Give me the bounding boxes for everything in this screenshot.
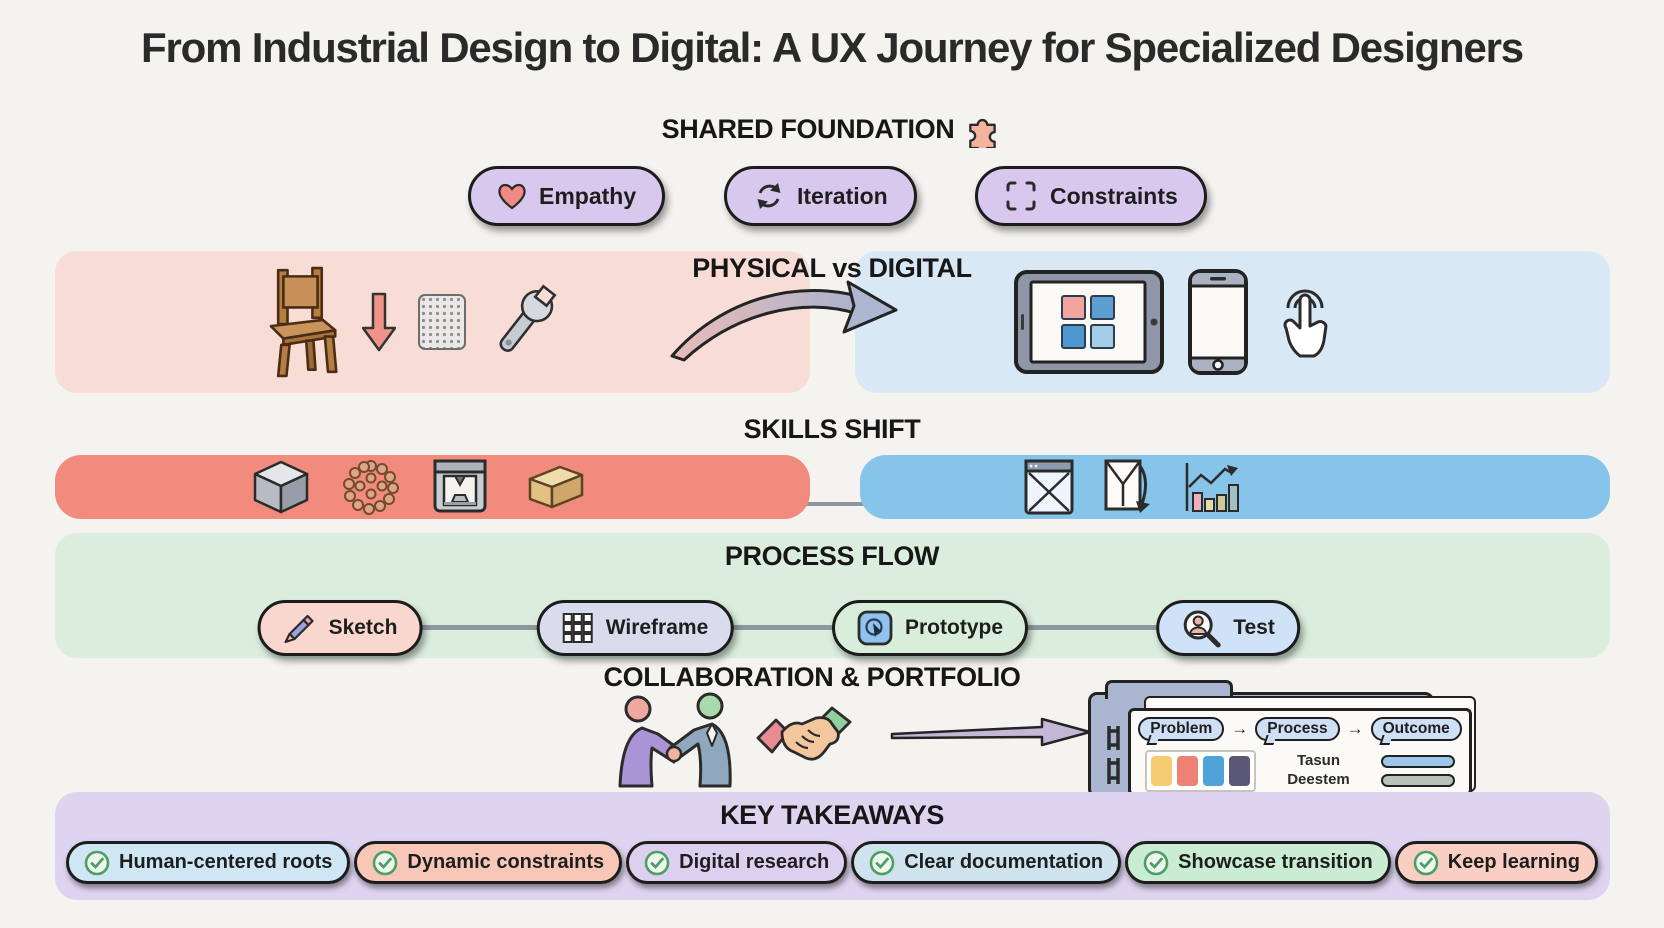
chair-icon bbox=[269, 266, 338, 378]
digital-icons bbox=[1014, 262, 1338, 382]
bubble-process: Process bbox=[1255, 717, 1340, 741]
shared-foundation-heading: SHARED FOUNDATION bbox=[0, 110, 1664, 148]
placeholder-bar-gray bbox=[1380, 774, 1455, 787]
swatch-yellow bbox=[1151, 756, 1172, 786]
swatch-salmon bbox=[1177, 756, 1198, 786]
takeaway-label: Human-centered roots bbox=[119, 851, 333, 873]
takeaway-pill: Digital research bbox=[626, 841, 848, 884]
touch-gesture-icon bbox=[1283, 289, 1328, 358]
grid-icon bbox=[562, 613, 593, 643]
takeaway-label: Digital research bbox=[679, 851, 830, 873]
placeholder-bar-blue bbox=[1380, 755, 1455, 768]
portfolio-card-row: Tasun Deestem bbox=[1141, 750, 1459, 792]
physical-digital-heading: PHYSICAL vs DIGITAL bbox=[692, 253, 972, 283]
foundation-pill-iteration: Iteration bbox=[724, 166, 917, 226]
smartphone-icon bbox=[1188, 269, 1248, 375]
foundation-pill-empathy: Empathy bbox=[468, 166, 666, 226]
placeholder-bars bbox=[1380, 755, 1455, 787]
process-connector-line bbox=[340, 625, 1228, 630]
wireframe-window-icon bbox=[1024, 459, 1074, 515]
takeaway-label: Keep learning bbox=[1447, 851, 1580, 873]
skills-digital-icons bbox=[1024, 458, 1242, 516]
bubble-outcome: Outcome bbox=[1370, 717, 1462, 741]
skills-physical-bar bbox=[55, 455, 810, 519]
shared-foundation-heading-text: SHARED FOUNDATION bbox=[661, 113, 955, 144]
skills-connector-line bbox=[790, 502, 876, 506]
takeaway-label: Dynamic constraints bbox=[407, 851, 605, 873]
physical-to-digital-arrow-icon bbox=[670, 280, 898, 362]
foundation-pill-label: Iteration bbox=[797, 182, 888, 209]
bubble-problem: Problem bbox=[1138, 717, 1225, 741]
skills-shift-heading: SKILLS SHIFT bbox=[743, 414, 921, 444]
swatch-purple bbox=[1229, 756, 1250, 786]
prototype-cursor-icon bbox=[857, 610, 893, 646]
check-circle-icon bbox=[373, 850, 398, 875]
puzzle-icon bbox=[969, 118, 997, 148]
check-circle-icon bbox=[1413, 850, 1438, 875]
constraints-icon bbox=[1006, 181, 1036, 211]
step-label: Sketch bbox=[328, 616, 398, 639]
caption-line-2: Deestem bbox=[1287, 771, 1350, 788]
takeaway-pill: Human-centered roots bbox=[66, 841, 351, 884]
check-circle-icon bbox=[644, 850, 670, 875]
portfolio-bubbles: Problem → Process → Outcome bbox=[1138, 717, 1462, 741]
analytics-chart-icon bbox=[1185, 463, 1239, 512]
handshake-icon bbox=[756, 706, 852, 761]
step-label: Test bbox=[1233, 616, 1275, 639]
bubble-arrow: → bbox=[1346, 719, 1364, 738]
iteration-icon bbox=[757, 183, 781, 209]
step-pill-sketch: Sketch bbox=[257, 600, 423, 656]
takeaway-label: Showcase transition bbox=[1178, 851, 1373, 873]
page-title: From Industrial Design to Digital: A UX … bbox=[141, 24, 1524, 71]
foam-particles-icon bbox=[343, 460, 399, 515]
portfolio-folder-icon: Problem → Process → Outcome Tasun Deeste… bbox=[1088, 680, 1484, 798]
portfolio-caption: Tasun Deestem bbox=[1287, 752, 1350, 790]
check-circle-icon bbox=[84, 850, 110, 875]
pencil-icon bbox=[284, 614, 314, 644]
takeaways-row: Human-centered roots Dynamic constraints… bbox=[66, 841, 1598, 884]
takeaway-pill: Showcase transition bbox=[1125, 841, 1391, 884]
skills-physical-icons bbox=[252, 458, 586, 516]
color-swatches bbox=[1145, 750, 1256, 792]
step-label: Prototype bbox=[904, 616, 1004, 639]
takeaway-pill: Keep learning bbox=[1394, 841, 1598, 884]
caption-line-1: Tasun bbox=[1296, 752, 1341, 770]
down-arrow-icon bbox=[362, 292, 396, 352]
portfolio-card: Problem → Process → Outcome Tasun Deeste… bbox=[1128, 708, 1472, 796]
bubble-arrow: → bbox=[1231, 719, 1249, 738]
check-circle-icon bbox=[1143, 850, 1169, 875]
texture-swatch-icon bbox=[418, 294, 466, 350]
collaboration-heading: COLLABORATION & PORTFOLIO bbox=[603, 662, 1021, 692]
foundation-pill-constraints: Constraints bbox=[975, 166, 1207, 226]
wrench-icon bbox=[499, 284, 557, 352]
takeaway-pill: Dynamic constraints bbox=[354, 841, 623, 884]
step-pill-test: Test bbox=[1156, 600, 1300, 656]
foundation-pill-label: Constraints bbox=[1050, 182, 1178, 209]
metal-block-icon bbox=[253, 460, 309, 514]
user-magnifier-icon bbox=[1183, 610, 1221, 648]
swatch-blue bbox=[1203, 756, 1224, 786]
heart-icon bbox=[498, 183, 526, 210]
step-pill-wireframe: Wireframe bbox=[536, 600, 734, 656]
takeaway-pill: Clear documentation bbox=[851, 841, 1122, 884]
takeaways-heading: KEY TAKEAWAYS bbox=[720, 800, 944, 830]
tablet-icon bbox=[1014, 270, 1164, 374]
foundation-pill-label: Empathy bbox=[539, 182, 637, 209]
page-interaction-icon bbox=[1104, 459, 1150, 513]
binder-rings-icon bbox=[1107, 726, 1120, 784]
right-arrow-icon bbox=[890, 717, 1092, 747]
takeaway-label: Clear documentation bbox=[904, 851, 1104, 873]
step-label: Wireframe bbox=[605, 616, 709, 639]
check-circle-icon bbox=[869, 850, 895, 875]
printer-3d-icon bbox=[433, 459, 487, 513]
step-pill-prototype: Prototype bbox=[831, 600, 1029, 656]
people-handshake-icon bbox=[618, 692, 732, 788]
process-flow-heading: PROCESS FLOW bbox=[724, 541, 940, 571]
physical-icons bbox=[262, 258, 560, 386]
wood-block-icon bbox=[528, 465, 584, 509]
